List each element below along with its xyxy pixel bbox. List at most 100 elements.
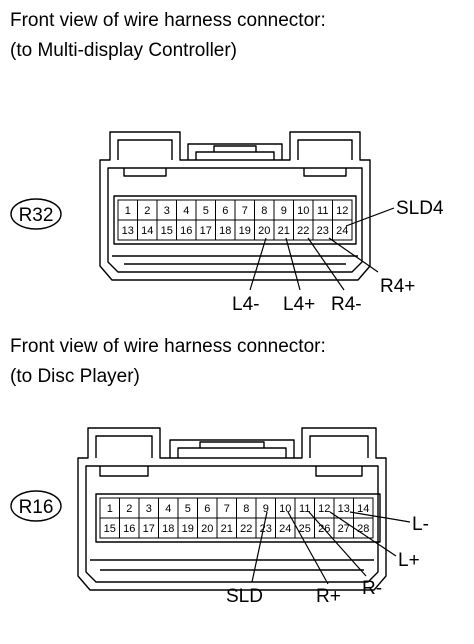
r32-pin-number: 18 xyxy=(219,225,231,237)
r32-pin-number: 11 xyxy=(317,205,328,217)
leader-l-minus xyxy=(349,511,411,523)
r16-right-latch xyxy=(309,435,369,458)
leader-r-plus xyxy=(287,511,329,585)
r32-left-latch-inner xyxy=(123,168,167,177)
r16-pin-number: 12 xyxy=(318,503,330,515)
r16-right-latch-inner xyxy=(315,466,363,477)
r16-pin-number: 10 xyxy=(279,503,291,515)
r16-pin-number: 23 xyxy=(260,523,272,535)
label-l-plus: L+ xyxy=(398,550,420,571)
r16-pin-number: 16 xyxy=(123,523,135,535)
label-r-minus: R- xyxy=(362,578,382,599)
label-l-minus: L- xyxy=(412,514,429,535)
r32-housing-outline xyxy=(99,131,371,281)
leader-l-plus xyxy=(329,511,397,557)
r32-pin-number: 5 xyxy=(203,205,209,217)
r16-inner-body xyxy=(85,465,379,583)
r32-center-lock xyxy=(187,143,283,160)
r16-connector-id: R16 xyxy=(19,497,54,518)
r16-pin-number: 28 xyxy=(357,523,369,535)
r16-pin-number: 18 xyxy=(162,523,174,535)
r32-pin-number: 19 xyxy=(239,225,251,237)
r32-pin-number: 1 xyxy=(125,205,131,217)
label-sld: SLD xyxy=(226,586,263,607)
r32-pin-number: 24 xyxy=(336,225,348,237)
section2-title-line1: Front view of wire harness connector: xyxy=(10,336,326,357)
r32-pin-number: 7 xyxy=(242,205,248,217)
leader-sld4 xyxy=(345,207,395,227)
r32-pin-number: 23 xyxy=(317,225,329,237)
r16-pin-number: 22 xyxy=(240,523,252,535)
r16-leaders xyxy=(251,511,411,585)
r32-pin-number: 13 xyxy=(122,225,134,237)
r16-pin-number: 21 xyxy=(221,523,233,535)
section2-title-line2: (to Disc Player) xyxy=(10,366,140,387)
r16-pin-number: 7 xyxy=(224,503,230,515)
r16-pin-number: 4 xyxy=(165,503,171,515)
r32-pin-number: 16 xyxy=(180,225,192,237)
r16-pin-number: 19 xyxy=(182,523,194,535)
r32-pin-number: 10 xyxy=(297,205,309,217)
r32-pin-number: 15 xyxy=(161,225,173,237)
r32-left-latch xyxy=(117,139,173,160)
connector-r32 xyxy=(99,131,371,281)
r16-pin-number: 1 xyxy=(107,503,113,515)
r16-pin-number: 15 xyxy=(104,523,116,535)
r32-pin-cell xyxy=(332,219,353,241)
section1-title-line1: Front view of wire harness connector: xyxy=(10,10,326,31)
r16-pin-number: 6 xyxy=(204,503,210,515)
leader-sld xyxy=(251,511,268,583)
section1-title-line2: (to Multi-display Controller) xyxy=(10,40,238,61)
r16-pin-number: 8 xyxy=(243,503,249,515)
leader-l4-minus xyxy=(249,237,267,291)
r16-pin-number: 13 xyxy=(338,503,350,515)
leader-l4-plus xyxy=(285,237,301,291)
r16-housing-outline xyxy=(77,427,387,591)
r16-pin-number: 14 xyxy=(357,503,369,515)
r16-id-ellipse xyxy=(10,490,62,522)
r16-pin-number: 17 xyxy=(143,523,155,535)
r32-right-latch xyxy=(297,139,353,160)
label-l4-minus: L4- xyxy=(232,294,259,315)
r32-pin-number: 8 xyxy=(261,205,267,217)
label-sld4: SLD4 xyxy=(396,198,444,219)
r16-pin-number: 3 xyxy=(146,503,152,515)
r32-connector-id: R32 xyxy=(19,205,54,226)
r16-pin-number: 20 xyxy=(201,523,213,535)
r32-id-ellipse xyxy=(10,198,62,230)
r32-pin-number: 20 xyxy=(258,225,270,237)
label-r4-plus: R4+ xyxy=(380,276,415,297)
r32-leaders xyxy=(249,207,395,291)
r32-pin-number: 4 xyxy=(183,205,189,217)
r16-center-lock-inner xyxy=(177,441,287,458)
r16-pin-number: 25 xyxy=(299,523,311,535)
r32-pin-number: 3 xyxy=(164,205,170,217)
r32-pin-number: 22 xyxy=(297,225,309,237)
r32-right-latch-inner xyxy=(303,168,347,177)
label-r4-minus: R4- xyxy=(331,294,362,315)
r16-pin-number: 2 xyxy=(126,503,132,515)
r32-center-lock-inner xyxy=(195,145,275,160)
r16-pin-number: 24 xyxy=(279,523,291,535)
label-r-plus: R+ xyxy=(316,586,341,607)
r32-pin-number: 2 xyxy=(144,205,150,217)
r16-center-lock xyxy=(169,439,295,458)
leader-r4-minus xyxy=(307,237,345,291)
r32-pin-number: 17 xyxy=(200,225,212,237)
r32-inner-body xyxy=(107,167,363,273)
r16-left-latch xyxy=(95,435,153,458)
r32-pin-number: 6 xyxy=(222,205,228,217)
leader-r4-plus xyxy=(328,237,379,273)
r32-pin-number: 21 xyxy=(278,225,290,237)
r16-pin-number: 27 xyxy=(338,523,350,535)
r16-left-latch-inner xyxy=(99,466,149,477)
label-l4-plus: L4+ xyxy=(283,294,315,315)
r32-pin-number: 14 xyxy=(141,225,153,237)
r32-pin-frame xyxy=(113,195,357,245)
r16-pin-number: 9 xyxy=(263,503,269,515)
r16-pin-number: 5 xyxy=(185,503,191,515)
leader-r-minus xyxy=(308,511,367,577)
